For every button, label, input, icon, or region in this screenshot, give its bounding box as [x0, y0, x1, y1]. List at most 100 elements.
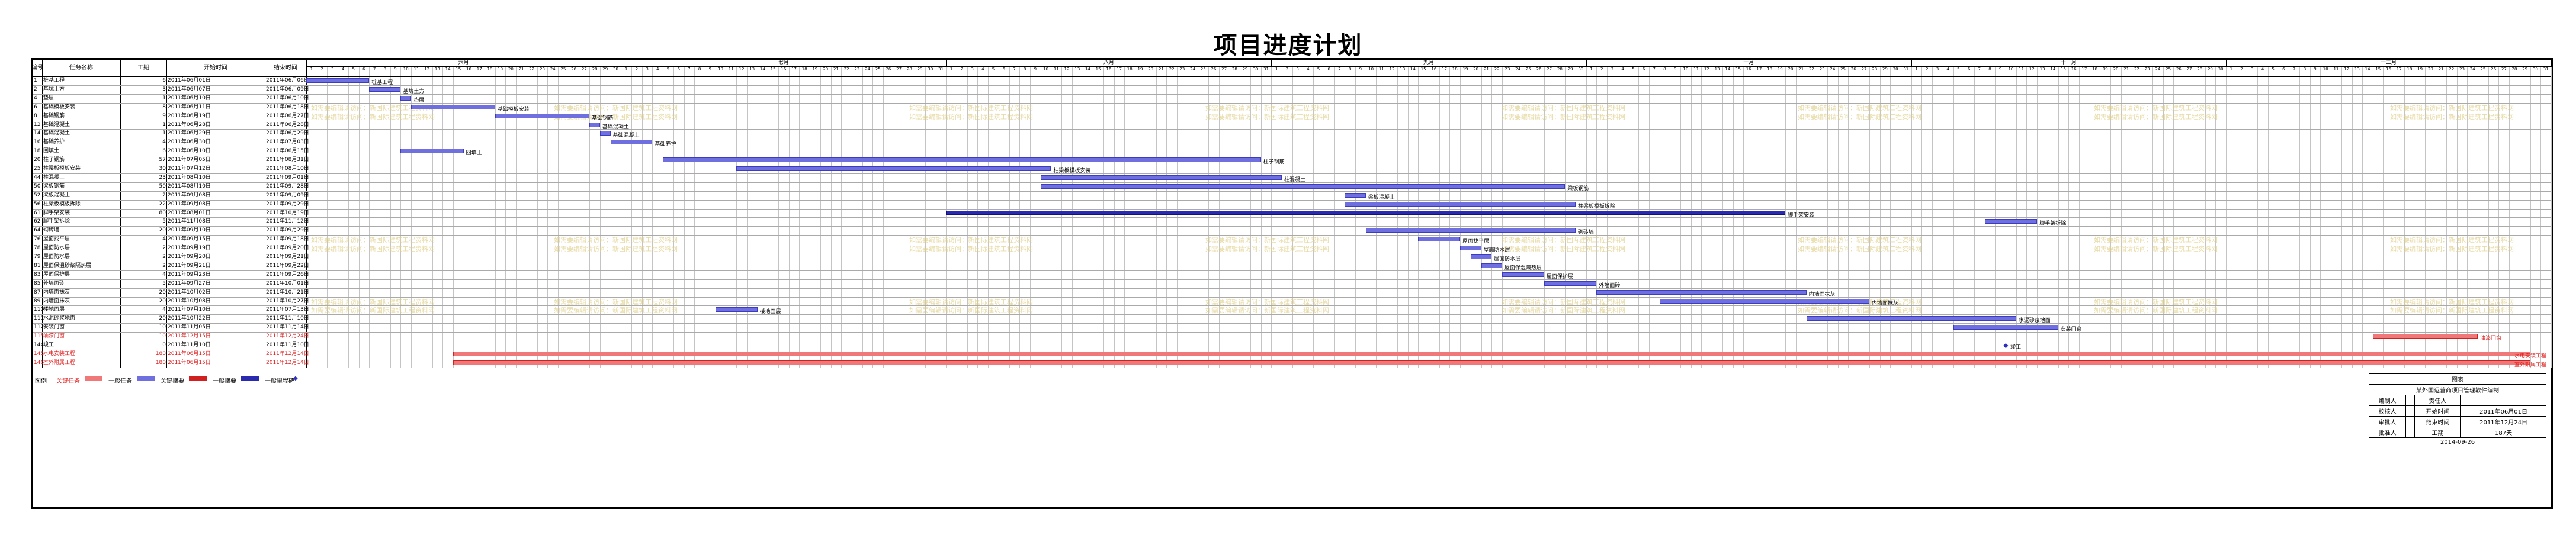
day-number: 24: [1515, 67, 1520, 72]
row-gridline: [33, 199, 2551, 201]
gantt-bar[interactable]: [306, 78, 370, 83]
task-dur: 4: [162, 139, 166, 146]
day-number: 31: [1263, 67, 1269, 72]
watermark-text: 如需要编辑请访问：新国际建筑工程资料网: [909, 112, 1033, 121]
row-gridline: [33, 208, 2551, 210]
gantt-bar[interactable]: [1460, 246, 1481, 251]
gantt-bar[interactable]: [1470, 254, 1492, 259]
day-gridline: [2404, 67, 2405, 368]
day-gridline: [2068, 67, 2070, 368]
day-number: 19: [1777, 67, 1783, 72]
gantt-bar[interactable]: [1481, 263, 1502, 268]
gantt-bar[interactable]: [369, 86, 401, 92]
watermark-text: 如需要编辑请访问：新国际建筑工程资料网: [909, 245, 1033, 253]
gantt-bar[interactable]: [1365, 228, 1576, 233]
info-cell: [2405, 394, 2415, 406]
gantt-bar[interactable]: [1502, 272, 1544, 277]
gantt-bar[interactable]: [946, 210, 1786, 215]
gantt-bar[interactable]: [1659, 298, 1869, 304]
day-number: 28: [2197, 67, 2203, 72]
task-name: 柱梁板模板安装: [43, 166, 81, 172]
gantt-bar[interactable]: [2372, 334, 2478, 339]
task-name: 回填土: [43, 148, 60, 154]
day-number: 26: [886, 67, 891, 72]
row-gridline: [33, 191, 2551, 192]
day-number: 25: [875, 67, 881, 72]
day-gridline: [862, 67, 863, 368]
day-number: 27: [2501, 67, 2507, 72]
gantt-bar[interactable]: [1345, 201, 1576, 207]
task-dur: 2: [162, 245, 166, 252]
day-gridline: [1376, 67, 1377, 368]
gantt-bar[interactable]: [610, 140, 653, 145]
day-number: 6: [1642, 67, 1645, 72]
gantt-bar[interactable]: [1984, 219, 2038, 224]
month-header: 九月: [1271, 60, 1586, 67]
task-id: 85: [34, 280, 41, 286]
task-start: 2011年11月08日: [168, 218, 211, 225]
task-name: 竣工: [43, 342, 54, 348]
day-number: 27: [1547, 67, 1552, 72]
task-id: 2: [34, 86, 37, 92]
day-number: 20: [823, 67, 829, 72]
task-name: 水泥砂浆地面: [43, 315, 76, 322]
gantt-bar[interactable]: [1040, 175, 1282, 180]
task-start: 2011年06月29日: [168, 130, 211, 137]
day-number: 29: [1242, 67, 1248, 72]
day-number: 14: [759, 67, 765, 72]
row-gridline: [33, 226, 2551, 227]
day-gridline: [1607, 67, 1608, 368]
day-number: 30: [612, 67, 618, 72]
info-row: 图表: [2369, 373, 2546, 385]
day-gridline: [2467, 67, 2468, 368]
day-gridline: [2152, 67, 2153, 368]
gantt-bar[interactable]: [1040, 183, 1566, 189]
gantt-bar[interactable]: [599, 131, 611, 136]
day-number: 14: [1085, 67, 1090, 72]
task-id: 56: [34, 201, 41, 207]
gantt-bar[interactable]: [1596, 289, 1807, 295]
bar-label: 柱梁板模板拆除: [1577, 203, 1615, 210]
day-number: 4: [656, 67, 659, 72]
info-cell: 批准人: [2368, 426, 2407, 438]
gantt-bar[interactable]: [1345, 192, 1366, 198]
gantt-bar[interactable]: [453, 351, 2530, 356]
gantt-bar[interactable]: [1418, 237, 1461, 242]
day-number: 5: [1957, 67, 1960, 72]
watermark-text: 如需要编辑请访问：新国际建筑工程资料网: [2094, 298, 2218, 306]
watermark-text: 如需要编辑请访问：新国际建筑工程资料网: [311, 245, 435, 253]
gantt-bar[interactable]: [495, 113, 590, 118]
task-dur: 23: [159, 174, 166, 181]
gantt-bar[interactable]: [1953, 325, 2058, 330]
gantt-bar[interactable]: [589, 122, 600, 127]
month-header: 十二月: [2225, 60, 2551, 67]
row-gridline: [33, 85, 2551, 86]
day-number: 2: [1285, 67, 1289, 72]
info-cell: 编制人: [2368, 394, 2407, 406]
gantt-bar[interactable]: [1544, 281, 1597, 286]
day-gridline: [1292, 67, 1293, 368]
gantt-bar[interactable]: [453, 360, 2530, 365]
watermark-text: 如需要编辑请访问：新国际建筑工程资料网: [909, 236, 1033, 244]
day-gridline: [1586, 67, 1587, 368]
day-number: 18: [1452, 67, 1458, 72]
task-name: 室外附属工程: [43, 359, 76, 366]
gantt-bar[interactable]: [1806, 316, 2016, 321]
bar-label: 屋面防水层: [1483, 247, 1510, 254]
gantt-bar[interactable]: [663, 157, 1261, 163]
day-gridline: [778, 67, 779, 368]
gantt-bar[interactable]: [715, 307, 758, 312]
gantt-bar[interactable]: [400, 149, 464, 154]
day-gridline: [1439, 67, 1440, 368]
day-number: 12: [2029, 67, 2035, 72]
gantt-bar[interactable]: [400, 95, 412, 101]
milestone-marker: ◆: [2003, 341, 2009, 349]
task-name: 柱梁板模板拆除: [43, 201, 81, 207]
day-number: 13: [434, 67, 440, 72]
task-id: 4: [34, 95, 37, 101]
gantt-bar[interactable]: [411, 104, 495, 109]
day-gridline: [1176, 67, 1178, 368]
day-number: 21: [1158, 67, 1164, 72]
task-dur: 8: [162, 104, 166, 110]
gantt-bar[interactable]: [736, 166, 1051, 171]
